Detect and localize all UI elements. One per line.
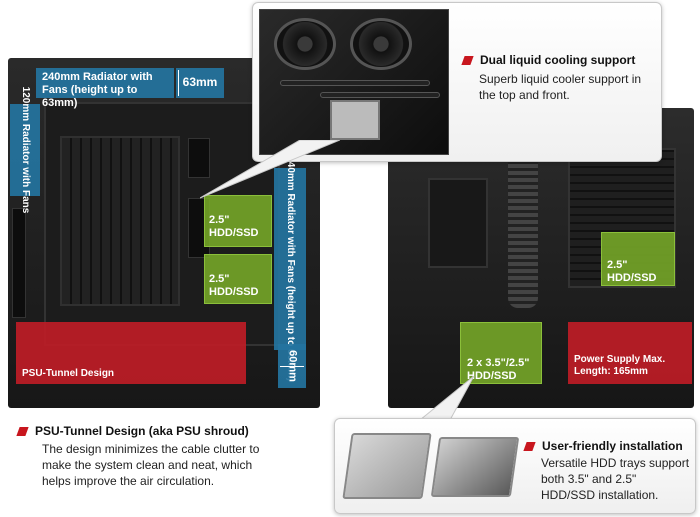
cable-hole (188, 138, 210, 178)
bullet-square-icon (523, 442, 536, 452)
feature-body-psu: The design minimizes the cable clutter t… (42, 442, 260, 488)
hdd-slot-left-2: 2.5" HDD/SSD (204, 254, 272, 304)
callout-tail (200, 140, 340, 199)
hdd-tray-icon (342, 433, 432, 499)
pump-block (330, 100, 380, 140)
cable-bundle (508, 138, 538, 308)
coolant-tube (280, 80, 430, 86)
callout-installation: User-friendly installation Versatile HDD… (334, 418, 696, 514)
feature-psu: PSU-Tunnel Design (aka PSU shroud) The d… (16, 424, 318, 489)
feature-title-install: User-friendly installation (523, 439, 693, 453)
bullet-square-icon (16, 427, 29, 437)
feature-title-psu-text: PSU-Tunnel Design (aka PSU shroud) (35, 424, 249, 438)
feature-title-install-text: User-friendly installation (542, 439, 683, 453)
motherboard-tray-vent (60, 136, 180, 306)
bullet-square-icon (461, 56, 474, 66)
label-height-63: 63mm (176, 68, 224, 98)
dimension-arrow (280, 366, 304, 367)
feature-body-install: Versatile HDD trays support both 3.5" an… (541, 456, 690, 502)
power-supply-text: Power Supply Max. Length: 165mm (574, 354, 666, 377)
label-rear-radiator-text: 120mm Radiator with Fans (20, 86, 31, 214)
dimension-arrow (178, 70, 179, 96)
psu-tunnel-area: PSU-Tunnel Design (16, 322, 246, 384)
hdd-slot-right: 2.5" HDD/SSD (601, 232, 675, 286)
coolant-tube (320, 92, 440, 98)
feature-body-cooling: Superb liquid cooler support in the top … (479, 72, 642, 102)
hdd-slot-left-1: 2.5" HDD/SSD (204, 195, 272, 247)
feature-title-psu: PSU-Tunnel Design (aka PSU shroud) (16, 424, 318, 438)
hdd-bay: 2 x 3.5"/2.5" HDD/SSD (460, 322, 542, 384)
label-rear-radiator: 120mm Radiator with Fans (10, 87, 40, 213)
fan-icon (350, 18, 412, 70)
fan-icon (274, 18, 336, 70)
drive-cage (428, 178, 488, 268)
side-rail (12, 208, 26, 318)
label-top-radiator: 240mm Radiator with Fans (height up to 6… (36, 68, 174, 109)
callout-liquid-cooling: Dual liquid cooling support Superb liqui… (252, 2, 662, 162)
power-supply-area: Power Supply Max. Length: 165mm (568, 322, 692, 384)
feature-title-cooling-text: Dual liquid cooling support (480, 53, 636, 67)
label-front-radiator: 280/240mm Radiator with Fans (height up … (274, 137, 306, 381)
hdd-tray-icon (430, 437, 520, 497)
feature-title-cooling: Dual liquid cooling support (461, 53, 653, 67)
liquid-cooling-photo (259, 9, 449, 155)
